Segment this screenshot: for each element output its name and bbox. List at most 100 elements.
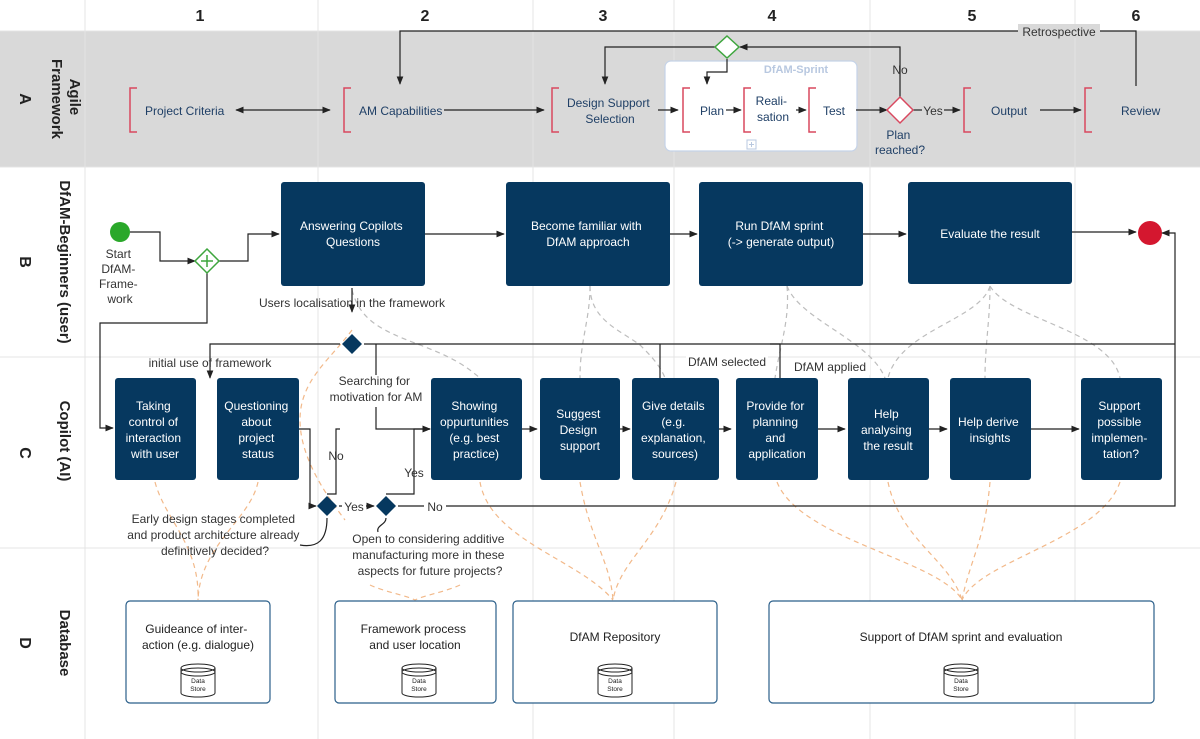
lane-label-agile: Agile Framework: [48, 59, 83, 140]
svg-text:Support of DfAM sprint and eva: Support of DfAM sprint and evaluation: [860, 630, 1063, 644]
store-repository: DfAM Repository: [512, 600, 718, 704]
column-header-3: 3: [599, 8, 608, 25]
store-guidance-box[interactable]: [125, 600, 271, 704]
arrow-decision-questioning: [206, 343, 340, 379]
dfam-selected-label: DfAM selected: [688, 355, 766, 369]
open-annotation-link: [377, 517, 387, 533]
stage-am-capabilities: AM Capabilities: [359, 104, 442, 118]
decision-no-label-2: No: [427, 500, 443, 514]
early-design-question: Early design stages completed and produc…: [127, 512, 302, 558]
plan-reached-gateway: [885, 95, 915, 125]
task-showing-opportunities[interactable]: [431, 378, 522, 480]
task-help-derive-insights[interactable]: [950, 378, 1031, 480]
merge-gateway: [713, 34, 741, 60]
svg-text:Give details (e.g.: Give details (e.g. explanation, sources): [641, 399, 709, 461]
task-suggest-design-support[interactable]: [540, 378, 620, 480]
agile-lane: DfAM-Sprint Project Criteria AM Capabili…: [129, 24, 1161, 157]
gateway-yes-label: Yes: [923, 104, 943, 118]
task-become-familiar[interactable]: [506, 182, 670, 286]
svg-text:Support possible: Support possible implemen- tation?: [1091, 399, 1150, 461]
arrow-gateway-no: [739, 43, 901, 97]
database-lane: Guideance of inter- action (e.g. dialogu…: [125, 600, 1155, 704]
start-event: [110, 222, 130, 242]
task-questioning[interactable]: [217, 378, 299, 480]
row-letter-a: A: [16, 93, 33, 105]
open-to-am-question: Open to considering additive manufacturi…: [352, 532, 507, 578]
lane-label-user: DfAM-Beginners (user): [56, 180, 73, 343]
initial-use-label: initial use of framework: [149, 356, 273, 370]
task-provide-planning[interactable]: [736, 378, 818, 480]
arrow-merge-plan: [703, 59, 728, 85]
svg-text:Become familiar with D: Become familiar with DfAM approach: [531, 219, 645, 249]
plan-reached-label: Plan reached?: [875, 128, 925, 157]
arrow-start-gateway: [130, 231, 196, 265]
lane-label-database: Database: [56, 610, 73, 677]
column-header-2: 2: [421, 8, 430, 25]
stage-project-criteria: Project Criteria: [145, 104, 225, 118]
store-guidance: Guideance of inter- action (e.g. dialogu…: [125, 600, 271, 704]
dfam-applied-label: DfAM applied: [794, 360, 866, 374]
svg-text:Questioning about: Questioning about project status: [224, 399, 291, 461]
decision-no-label: No: [328, 449, 344, 463]
task-run-dfam-sprint[interactable]: [699, 182, 863, 286]
task-answering-questions[interactable]: [281, 182, 425, 286]
searching-label: Searching for motivation for AM: [330, 374, 423, 404]
retrospective-loop: [396, 30, 1137, 86]
arrow-merge-design: [601, 46, 716, 85]
svg-text:Answering Copilots Que: Answering Copilots Questions: [300, 219, 406, 249]
task-help-analysing[interactable]: [848, 378, 929, 480]
svg-text:Framework process and: Framework process and user location: [361, 622, 470, 652]
store-repository-box[interactable]: [512, 600, 718, 704]
row-letter-c: C: [16, 447, 33, 459]
arrow-open-no-end: [398, 229, 1176, 507]
expand-icon[interactable]: [746, 139, 757, 150]
task-taking-control[interactable]: [115, 378, 196, 480]
stage-plan: Plan: [700, 104, 724, 118]
svg-text:Taking control of: Taking control of interaction with user: [126, 399, 185, 461]
row-headers: A Agile Framework B DfAM-Beginners (user…: [16, 59, 83, 676]
svg-text:Provide for planning: Provide for planning and application: [746, 399, 807, 461]
lane-label-copilot: Copilot (AI): [56, 401, 73, 482]
column-header-4: 4: [768, 8, 777, 25]
decision-yes-label-2: Yes: [404, 466, 424, 480]
arrow-open-yes: [386, 425, 431, 495]
task-evaluate-label: Evaluate the result: [940, 227, 1040, 241]
copilot-tasks: Taking control of interaction with user …: [115, 378, 1162, 480]
svg-text:Guideance of inter- ac: Guideance of inter- action (e.g. dialogu…: [142, 622, 254, 652]
task-support-implementation[interactable]: [1081, 378, 1162, 480]
stage-realisation: Reali- sation: [756, 94, 791, 124]
svg-text:Help derive insights: Help derive insights: [958, 415, 1022, 445]
start-label: Start DfAM- Frame- work: [99, 247, 141, 306]
localisation-gateway: [342, 334, 362, 354]
early-stages-gateway: [317, 496, 337, 516]
column-header-6: 6: [1132, 8, 1141, 25]
svg-text:DfAM Repository: DfAM Repository: [570, 630, 661, 644]
svg-text:Run DfAM sprint (-> ge: Run DfAM sprint (-> generate output): [728, 219, 834, 249]
user-tasks: Answering Copilots Questions Become fami…: [281, 182, 1072, 286]
dfam-sprint-title: DfAM-Sprint: [764, 64, 828, 76]
early-annotation-link: [299, 517, 328, 547]
arrow-questioning-early: [299, 428, 317, 510]
decision-yes-label: Yes: [344, 500, 364, 514]
store-support-box[interactable]: [768, 600, 1155, 704]
stage-test: Test: [823, 104, 846, 118]
row-letter-b: B: [16, 256, 33, 268]
end-event: [1138, 221, 1162, 245]
row-letter-d: D: [16, 637, 33, 649]
task-give-details[interactable]: [632, 378, 719, 480]
arrow-gateway-taking-control: [99, 273, 208, 432]
user-lane: Start DfAM- Frame- work Answering Copilo…: [99, 182, 1162, 432]
store-framework: Framework process and user location: [334, 600, 497, 704]
store-framework-box[interactable]: [334, 600, 497, 704]
svg-text:Suggest Design: Suggest Design support: [556, 407, 603, 453]
gateway-no-label: No: [892, 63, 908, 77]
stage-output: Output: [991, 104, 1028, 118]
task-evaluate-result[interactable]: [908, 182, 1072, 284]
